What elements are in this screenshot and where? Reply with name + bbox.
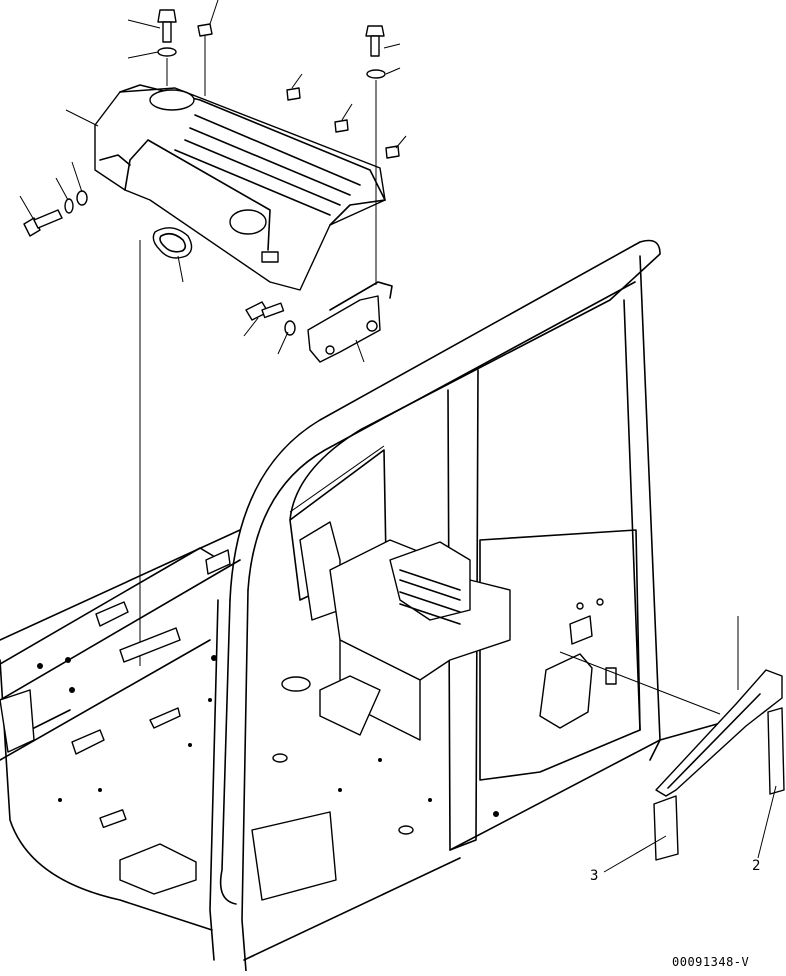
side-panel-details — [539, 598, 617, 729]
clip-group — [197, 23, 400, 159]
pad-part-3 — [653, 795, 679, 861]
bolt-upper-right — [365, 25, 386, 285]
part-number: 00091348-V — [672, 955, 749, 969]
bolt-upper-left — [157, 9, 177, 86]
top-cover-plate — [94, 84, 386, 291]
lower-bracket — [245, 281, 393, 363]
callout-leaders-upper — [19, 0, 407, 666]
grommet — [152, 227, 193, 283]
bolt-side-left — [23, 190, 88, 237]
callout-2-label: 2 — [752, 858, 760, 874]
callout-3-label: 3 — [590, 868, 598, 884]
pad-part-2 — [767, 707, 785, 795]
callout-leaders-lower — [559, 616, 777, 873]
seal-strip-part — [655, 669, 783, 797]
floor-details — [0, 549, 499, 901]
control-box — [299, 521, 511, 741]
